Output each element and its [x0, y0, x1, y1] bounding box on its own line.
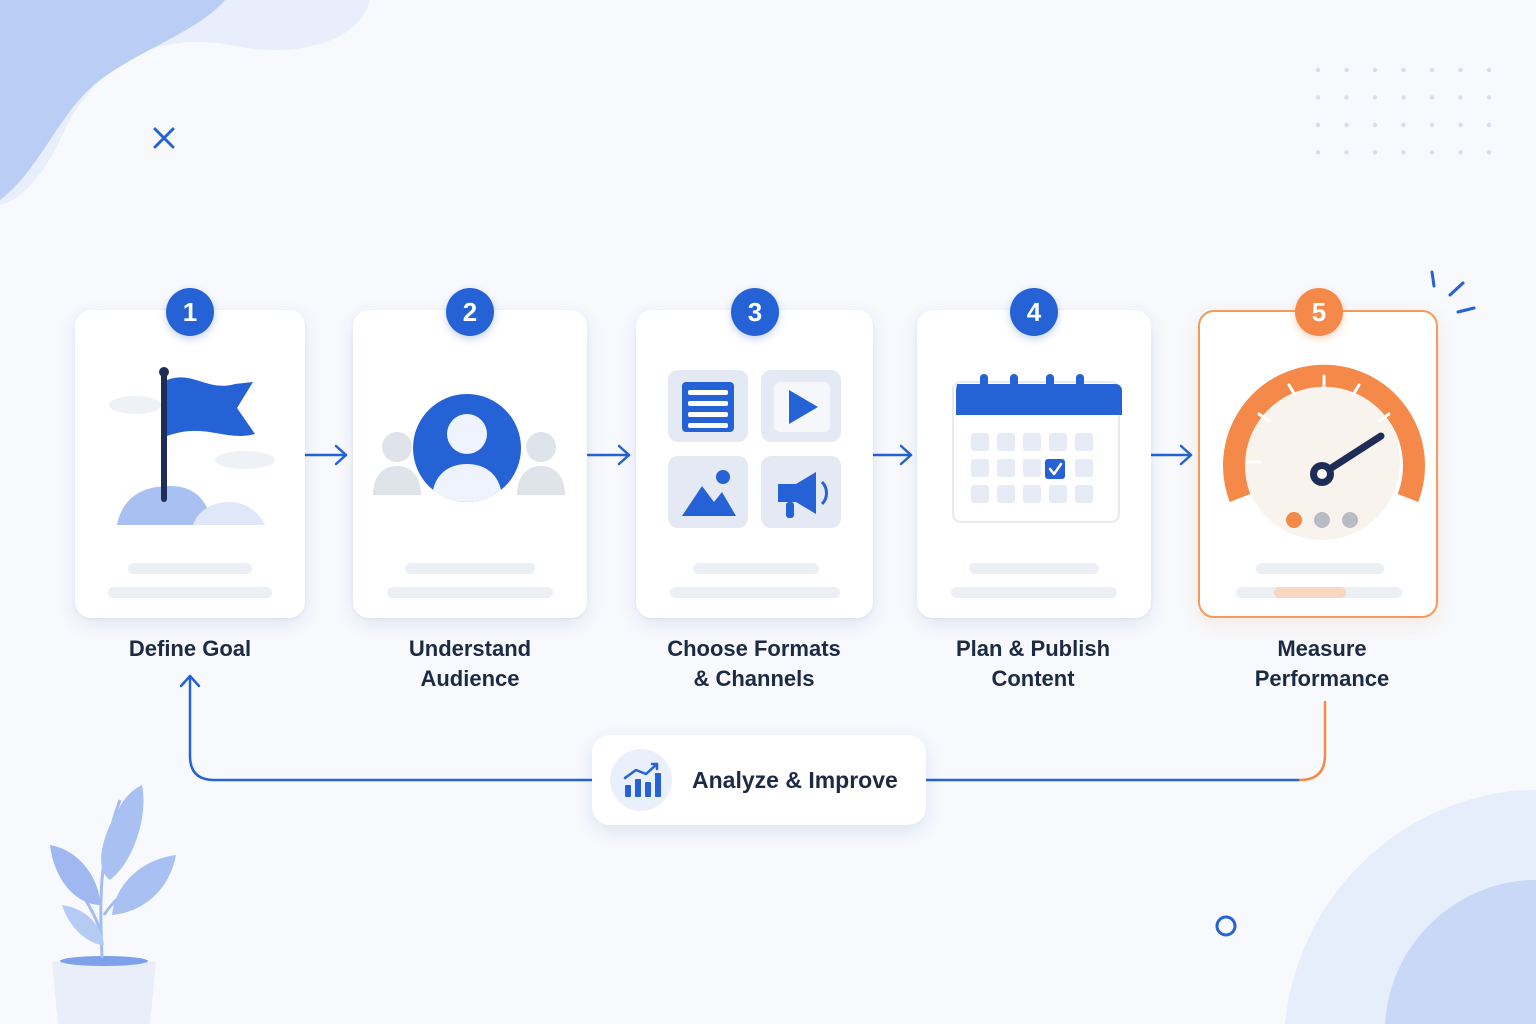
- grid-dot: [1458, 122, 1463, 128]
- step-label-2-line-1: Understand: [408, 636, 532, 661]
- arrow-2-to-3: [586, 444, 631, 466]
- grid-dot: [1372, 95, 1378, 100]
- step-card-4: [917, 310, 1151, 618]
- calendar-cell: [1075, 433, 1093, 451]
- step-card-1: [75, 310, 305, 618]
- step-label-5: Measure Performance: [1192, 634, 1452, 694]
- grid-dot: [1344, 122, 1349, 128]
- step-card-2: [353, 310, 587, 618]
- plant-decoration: [50, 785, 176, 1024]
- calendar-cell: [971, 485, 989, 503]
- calendar-cell: [971, 433, 989, 451]
- grid-dot: [1458, 95, 1463, 100]
- grid-dot: [1429, 150, 1435, 155]
- calendar-cell: [1075, 459, 1093, 477]
- step-label-3: Choose Formats & Channels: [624, 634, 884, 694]
- analyze-icon-wrapper: [610, 749, 672, 811]
- grid-dot: [1401, 122, 1406, 128]
- grid-dot: [1486, 122, 1492, 128]
- grid-dot: [1401, 95, 1406, 100]
- step-label-1-line-1: Define Goal: [128, 636, 252, 661]
- grid-dot: [1344, 150, 1349, 155]
- calendar-cell: [997, 433, 1015, 451]
- grid-dot: [1458, 67, 1463, 73]
- step-label-4-line-1: Plan & Publish: [955, 636, 1111, 661]
- formats-icon: [668, 370, 841, 528]
- grid-dot: [1486, 95, 1492, 100]
- loop-line-right-orange: [1298, 700, 1327, 782]
- step-badge-2: 2: [446, 288, 494, 336]
- grid-dot: [1315, 67, 1321, 73]
- step-label-3-line-2: & Channels: [693, 666, 815, 691]
- grid-dot: [1315, 95, 1321, 100]
- grid-dot: [1486, 67, 1492, 73]
- grid-dot: [1372, 122, 1378, 128]
- calendar-icon: [952, 374, 1122, 523]
- step-label-3-line-1: Choose Formats: [667, 636, 841, 661]
- flag-icon: [109, 367, 275, 525]
- close-x-decoration: [153, 127, 175, 149]
- grid-dot: [1344, 95, 1349, 100]
- skeleton-accent: [1274, 587, 1346, 598]
- calendar-cell: [1023, 459, 1041, 477]
- arrow-3-to-4: [871, 444, 913, 466]
- step-badge-3: 3: [731, 288, 779, 336]
- calendar-cell: [1023, 433, 1041, 451]
- arrow-1-to-2: [303, 444, 348, 466]
- step-label-4-line-2: Content: [991, 666, 1075, 691]
- calendar-cell: [997, 459, 1015, 477]
- bar-chart-icon: [623, 762, 661, 797]
- grid-dot: [1315, 122, 1321, 128]
- step-card-5: [1198, 310, 1438, 618]
- calendar-cell: [1049, 485, 1067, 503]
- grid-dot: [1401, 150, 1406, 155]
- step-badge-5: 5: [1295, 288, 1343, 336]
- step-label-4: Plan & Publish Content: [903, 634, 1163, 694]
- grid-dot: [1372, 150, 1378, 155]
- loop-arrow-left: [179, 674, 594, 782]
- step-label-2-line-2: Audience: [420, 666, 520, 691]
- megaphone-icon: [778, 472, 828, 518]
- calendar-cell: [997, 485, 1015, 503]
- calendar-cell: [1049, 433, 1067, 451]
- video-icon: [774, 382, 830, 432]
- step-card-3: [636, 310, 873, 618]
- analyze-improve-label: Analyze & Improve: [692, 767, 898, 793]
- step-label-1: Define Goal: [60, 634, 320, 664]
- audience-icon: [373, 394, 565, 502]
- grid-dot: [1429, 95, 1435, 100]
- step-label-5-line-1: Measure: [1277, 636, 1367, 661]
- image-icon: [682, 470, 736, 516]
- analyze-improve-box: Analyze & Improve: [592, 735, 926, 825]
- calendar-cell: [1075, 485, 1093, 503]
- dot-grid-decoration: [1315, 67, 1492, 155]
- grid-dot: [1429, 67, 1435, 73]
- sparkle-decoration: [1430, 270, 1476, 314]
- grid-dot: [1486, 150, 1492, 155]
- gauge-icon: [1223, 364, 1425, 540]
- ring-decoration: [1215, 915, 1237, 937]
- calendar-cell: [1023, 485, 1041, 503]
- arrow-4-to-5: [1149, 444, 1193, 466]
- grid-dot: [1344, 67, 1349, 73]
- step-badge-1: 1: [166, 288, 214, 336]
- grid-dot: [1315, 150, 1321, 155]
- document-icon: [682, 382, 734, 432]
- step-badge-4: 4: [1010, 288, 1058, 336]
- grid-dot: [1458, 150, 1463, 155]
- grid-dot: [1429, 122, 1435, 128]
- step-label-5-line-2: Performance: [1254, 666, 1390, 691]
- grid-dot: [1401, 67, 1406, 73]
- step-label-2: Understand Audience: [340, 634, 600, 694]
- grid-dot: [1372, 67, 1378, 73]
- calendar-cell: [971, 459, 989, 477]
